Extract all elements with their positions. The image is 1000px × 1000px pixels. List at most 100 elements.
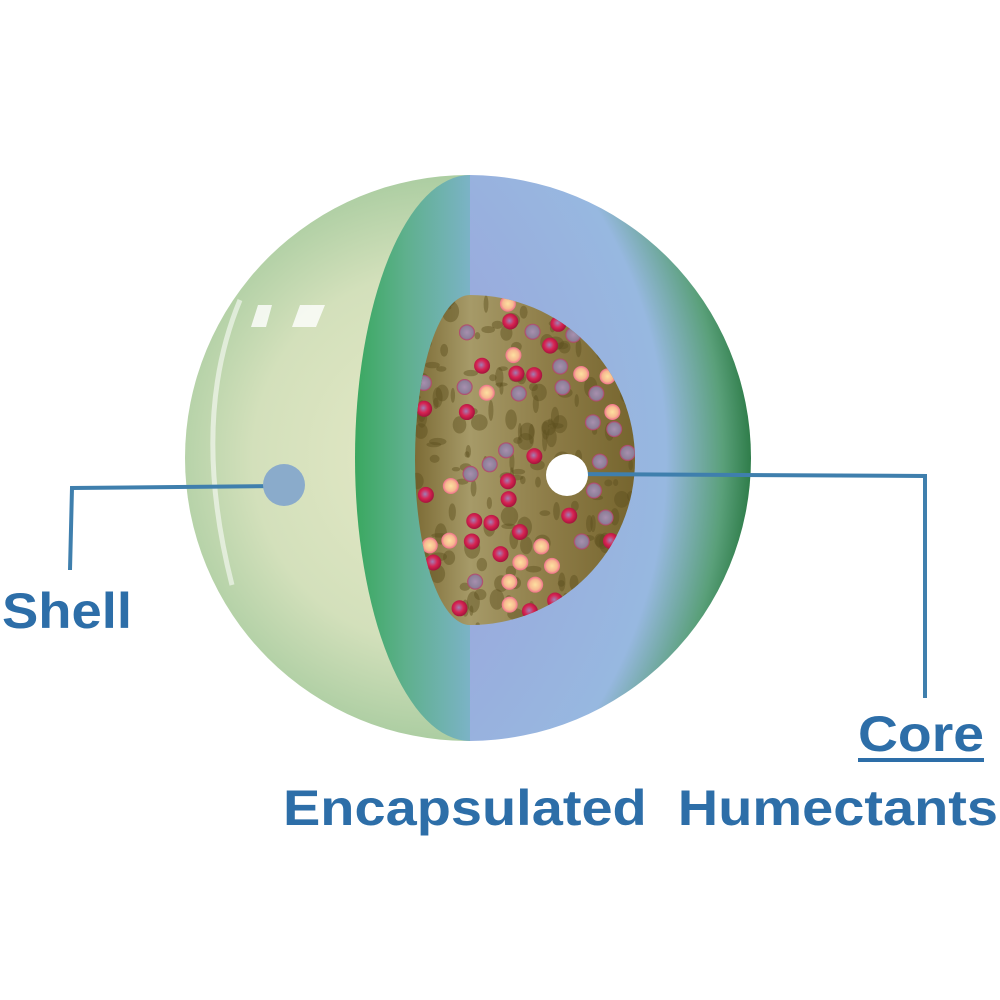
humectant-particle — [501, 596, 518, 613]
core-pore — [531, 383, 547, 402]
humectant-particle — [502, 313, 519, 330]
humectant-particle — [425, 554, 442, 571]
core-pore — [554, 342, 569, 350]
core-pore — [525, 565, 542, 573]
humectant-particle — [498, 442, 515, 459]
core-pore — [517, 433, 534, 451]
core-pore — [465, 445, 471, 458]
core-pore — [435, 384, 449, 402]
core-pore — [451, 466, 461, 472]
humectant-particle — [481, 456, 498, 473]
core-pore — [586, 515, 593, 533]
humectant-particle — [533, 538, 550, 555]
core-pore — [470, 479, 477, 497]
core-pore — [436, 366, 447, 372]
core-pore — [443, 550, 456, 565]
humectant-particle — [573, 365, 590, 382]
shell-marker — [263, 464, 305, 506]
humectant-particle — [462, 465, 479, 482]
caption: Encapsulated Humectants — [283, 780, 998, 836]
core-pore — [519, 422, 535, 441]
core-pore — [455, 478, 469, 485]
core-pore — [448, 503, 456, 521]
humectant-particle — [511, 524, 528, 541]
core-pore — [539, 510, 551, 516]
humectant-particle — [619, 444, 635, 461]
core-pore — [529, 382, 538, 392]
core-pore — [509, 452, 515, 473]
core-pore — [450, 387, 456, 403]
core-pore — [499, 382, 504, 395]
core-pore — [613, 479, 619, 487]
core-pore — [542, 429, 548, 452]
core-pore — [519, 475, 526, 485]
core-pore — [541, 419, 556, 436]
humectant-particle — [442, 478, 459, 495]
core-pore — [552, 415, 568, 434]
core-pore — [433, 397, 439, 409]
core-label-underline — [858, 758, 984, 762]
core-pore — [489, 589, 505, 610]
humectant-particle — [451, 600, 468, 617]
core-leader-line — [566, 472, 927, 698]
humectant-particle — [456, 379, 473, 396]
core-pore — [429, 454, 440, 463]
core-pore — [488, 400, 494, 421]
core-pore — [528, 424, 535, 445]
core-pore — [432, 387, 443, 408]
shell-leader-line — [68, 484, 284, 571]
humectant-particle — [508, 365, 525, 382]
humectant-particle — [458, 324, 475, 341]
humectant-particle — [591, 453, 608, 470]
core-pore — [575, 338, 582, 358]
humectant-particle — [512, 554, 529, 571]
humectant-particle — [573, 533, 590, 550]
core-pore — [517, 423, 523, 441]
core-pore — [557, 580, 565, 587]
core-pore — [574, 394, 579, 408]
core-pore — [535, 476, 541, 488]
core-pore — [481, 325, 495, 334]
core-pore — [558, 340, 571, 354]
humectant-particle — [527, 576, 544, 593]
core-pore — [471, 414, 488, 431]
core-pore — [426, 442, 442, 448]
core-pore — [466, 591, 480, 613]
humectant-particle — [463, 533, 480, 550]
highlight-reflection — [210, 299, 243, 586]
core-pore — [424, 361, 440, 369]
core-pore — [474, 332, 481, 340]
core-pore — [452, 416, 467, 434]
core-pore — [459, 582, 471, 591]
core-pore — [500, 506, 519, 527]
core-pore — [415, 472, 424, 490]
core-pore — [628, 459, 633, 471]
core-pore — [483, 295, 489, 313]
core-pore — [614, 490, 630, 508]
humectant-particle — [526, 448, 543, 465]
core-pore — [498, 366, 508, 371]
core-pore — [415, 423, 428, 439]
core-pore — [604, 479, 613, 487]
humectant-particle — [597, 509, 614, 526]
core-pore — [511, 468, 526, 475]
humectant-particle — [554, 379, 571, 396]
core-label: Core — [858, 706, 984, 762]
humectant-particle — [604, 403, 621, 420]
core-pore — [547, 418, 553, 426]
core-pore — [594, 533, 606, 547]
core-pore — [440, 343, 449, 357]
core-pore — [475, 622, 480, 625]
core-pore — [532, 395, 539, 413]
core-pore — [501, 523, 516, 530]
humectant-particle — [542, 337, 559, 354]
core-pore — [590, 514, 596, 533]
humectant-particle — [492, 546, 509, 563]
core-pore — [505, 409, 517, 430]
humectant-particle — [510, 385, 527, 402]
humectant-particle — [500, 491, 517, 508]
core-pore — [547, 422, 564, 429]
core-pore — [491, 320, 504, 329]
core-pore — [553, 502, 560, 521]
